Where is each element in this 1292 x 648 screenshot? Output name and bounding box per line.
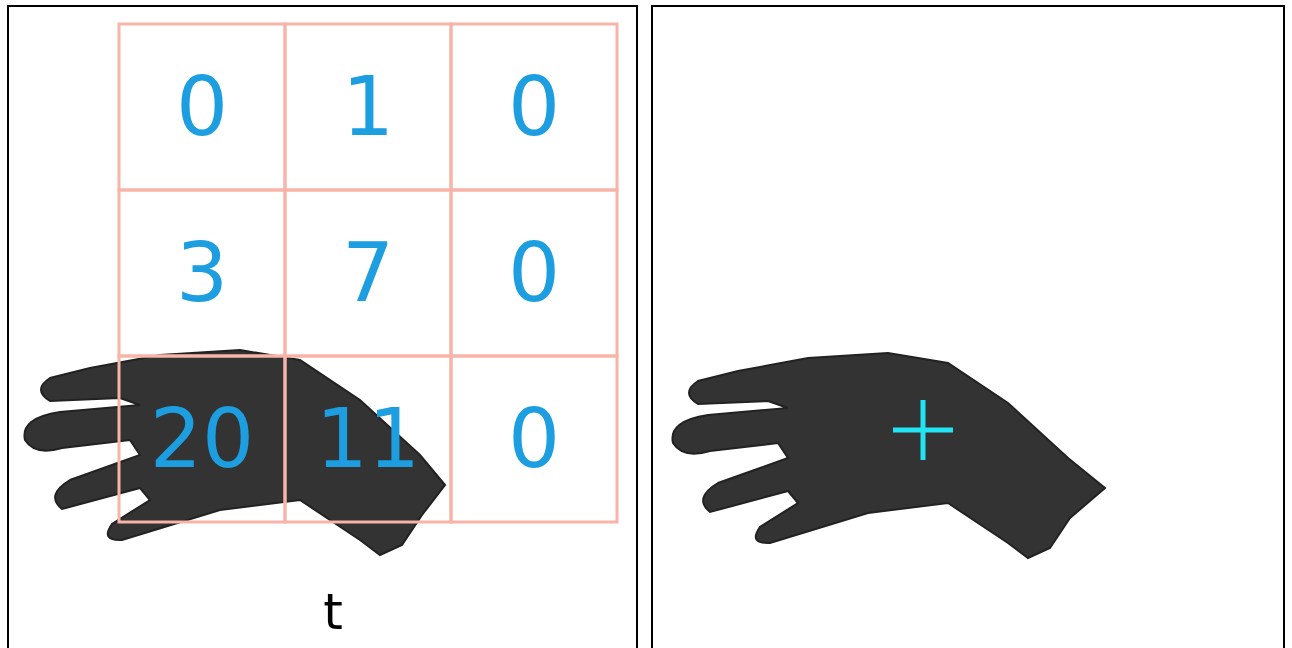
- center-marker: [893, 400, 953, 460]
- hand-silhouette: [24, 350, 445, 555]
- grid-cell: [119, 356, 285, 522]
- grid-cell: [451, 190, 617, 356]
- grid-cell: [119, 190, 285, 356]
- hand-silhouette: [672, 353, 1105, 558]
- table-cell: 0: [176, 66, 228, 148]
- table-cell: 20: [150, 398, 254, 480]
- table-cell: 0: [508, 66, 560, 148]
- grid-cell: [285, 24, 451, 190]
- grid-cell: [119, 24, 285, 190]
- axis-label: t: [323, 587, 343, 637]
- table-cell: 3: [176, 232, 228, 314]
- table-cell: 0: [508, 232, 560, 314]
- grid-cell: [451, 24, 617, 190]
- hand-shape: [24, 350, 445, 555]
- grid-lines: [119, 24, 617, 522]
- panel-frame: [652, 6, 1284, 648]
- grid-cell: [451, 356, 617, 522]
- table-cell: 1: [342, 66, 394, 148]
- hand-shape: [672, 353, 1105, 558]
- marker-line: [921, 400, 926, 460]
- grid-cell: [285, 190, 451, 356]
- table-cell: 0: [508, 398, 560, 480]
- table-cell: 7: [342, 232, 394, 314]
- panel-frame: [8, 6, 637, 648]
- grid-cell: [285, 356, 451, 522]
- table-cell: 11: [316, 398, 420, 480]
